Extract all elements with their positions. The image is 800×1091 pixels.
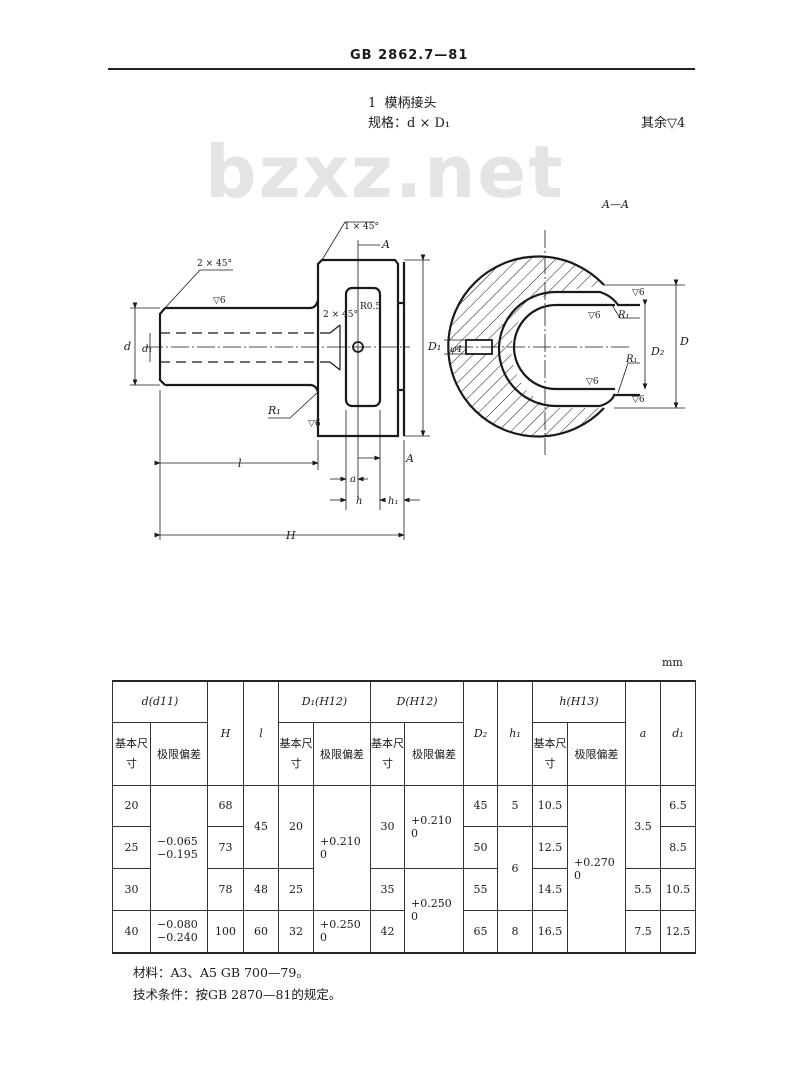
header-basic-size: 基本尺寸 (532, 721, 568, 786)
dimension-table: d(d11) H l D₁(H12) D(H12) D₂ h₁ h(H13) a… (112, 680, 696, 954)
unit-label: mm (662, 656, 683, 669)
svg-text:D₂: D₂ (650, 345, 664, 358)
svg-text:▽6: ▽6 (632, 288, 645, 298)
header-l: l (243, 680, 279, 786)
svg-text:R₁: R₁ (617, 310, 630, 321)
header-h1: h₁ (497, 680, 533, 786)
table-row: 25 73 50 6 12.5 8.5 (112, 825, 696, 911)
technical-drawing: 2 × 45° 1 × 45° 2 × 45° R0.5 A A R₁ d d₁… (124, 198, 689, 542)
tech-conditions-note: 技术条件：按GB 2870—81的规定。 (133, 987, 342, 1002)
svg-text:A: A (405, 452, 414, 465)
header-rule (108, 68, 695, 70)
spec-label: 规格：d × D₁ (368, 116, 451, 131)
standard-code: GB 2862.7—81 (350, 48, 469, 63)
chamfer-label-1x45: 1 × 45° (344, 222, 379, 232)
header-D1: D₁(H12) (278, 680, 371, 723)
section-view (444, 230, 685, 455)
header-basic-size: 基本尺寸 (370, 721, 405, 786)
svg-text:d: d (124, 340, 131, 353)
header-limit-dev: 极限偏差 (567, 721, 626, 786)
header-h: h(H13) (532, 680, 626, 723)
section-label: A—A (601, 198, 629, 211)
svg-text:D: D (679, 335, 689, 348)
header-D: D(H12) (370, 680, 464, 723)
svg-text:h: h (356, 496, 362, 507)
chamfer-label-inner: 2 × 45° (323, 310, 358, 320)
svg-text:φ4: φ4 (450, 345, 462, 355)
svg-text:h₁: h₁ (388, 496, 398, 507)
header-limit-dev: 极限偏差 (404, 721, 464, 786)
svg-text:▽6: ▽6 (588, 311, 601, 321)
part-title: 1 模柄接头 (368, 92, 437, 111)
svg-text:a: a (350, 474, 356, 485)
header-d1: d₁ (660, 680, 696, 786)
material-note: 材料：A3、A5 GB 700—79。 (133, 965, 309, 980)
header-H: H (207, 680, 244, 786)
header-basic-size: 基本尺寸 (112, 721, 151, 786)
svg-text:▽6: ▽6 (308, 419, 321, 429)
part-name: 模柄接头 (384, 96, 437, 111)
hidden-lines (160, 332, 330, 363)
svg-text:A: A (381, 238, 390, 251)
part-number: 1 (368, 96, 377, 111)
header-basic-size: 基本尺寸 (278, 721, 314, 786)
svg-text:▽6: ▽6 (213, 296, 226, 306)
header-a: a (625, 680, 661, 786)
svg-text:▽6: ▽6 (632, 395, 645, 405)
svg-text:D₁: D₁ (427, 340, 441, 353)
header-limit-dev: 极限偏差 (313, 721, 371, 786)
header-D2: D₂ (463, 680, 498, 786)
svg-text:H: H (285, 529, 296, 542)
watermark: bzxz.net (205, 130, 565, 214)
chamfer-label-2x45: 2 × 45° (197, 259, 232, 269)
head (316, 258, 406, 438)
header-d: d(d11) (112, 680, 208, 723)
svg-text:l: l (238, 457, 242, 470)
svg-text:▽6: ▽6 (586, 377, 599, 387)
radius-label-small: R0.5 (360, 302, 381, 312)
surface-rest-note: 其余▽4 (641, 116, 686, 131)
shank (158, 299, 320, 393)
header-limit-dev: 极限偏差 (150, 721, 208, 786)
svg-text:R₁: R₁ (625, 354, 638, 365)
svg-text:d₁: d₁ (142, 344, 152, 355)
svg-text:R₁: R₁ (267, 404, 281, 417)
